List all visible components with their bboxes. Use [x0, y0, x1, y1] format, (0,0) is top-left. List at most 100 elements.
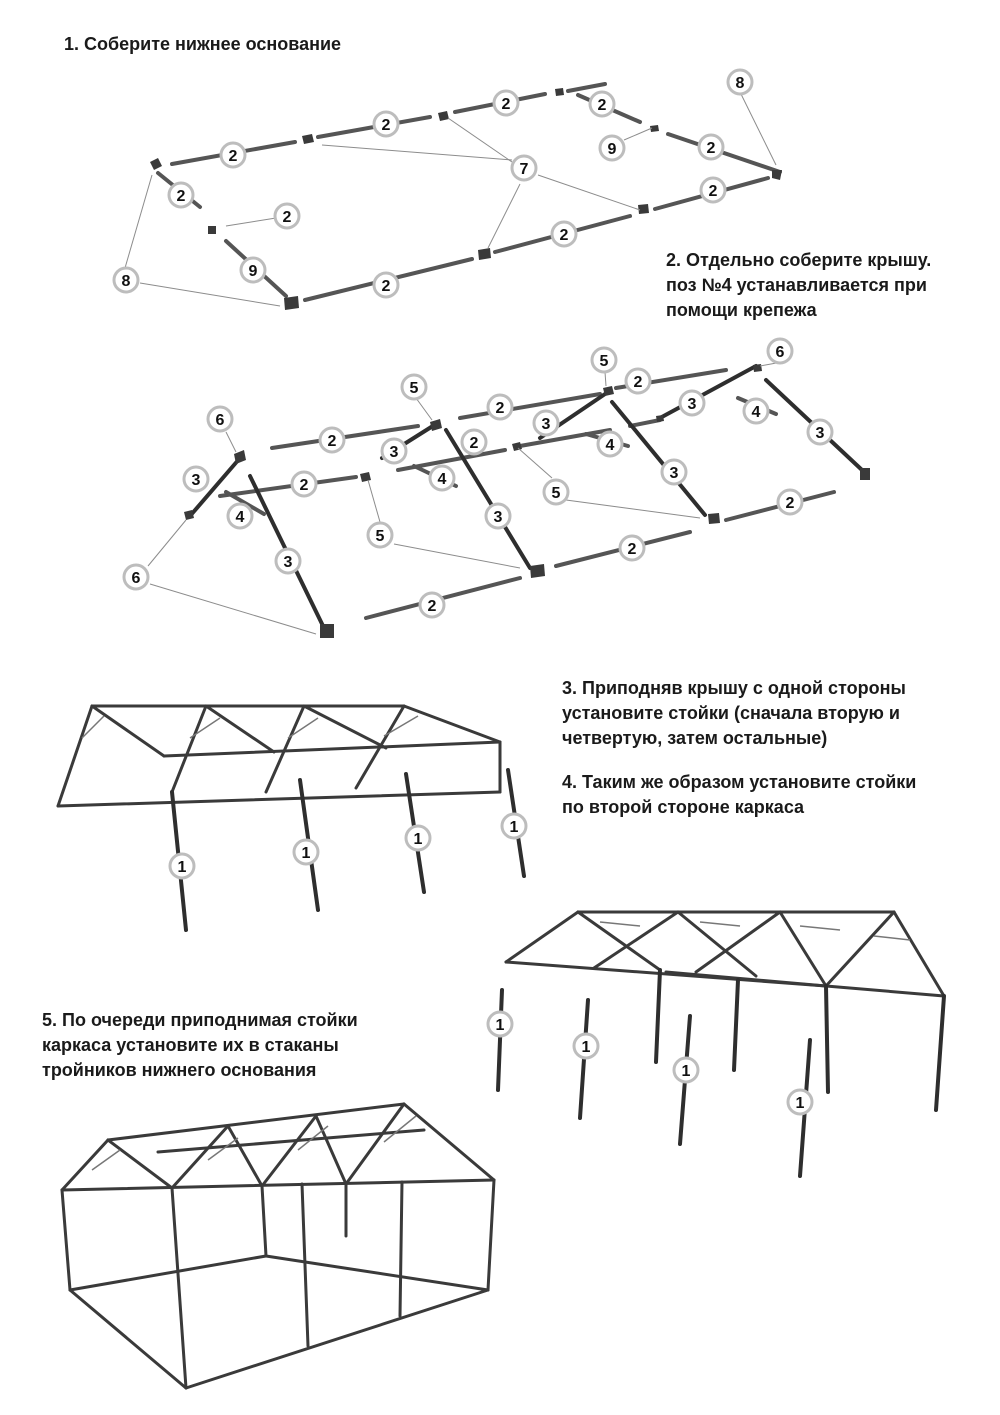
part-number-label: 3	[670, 465, 679, 482]
part-number-badge: 2	[372, 271, 400, 299]
badge-ring	[510, 154, 538, 182]
part-number-badge: 2	[372, 110, 400, 138]
part-number-label: 3	[688, 396, 697, 413]
part-number-label: 7	[520, 161, 529, 178]
roof-leader-lines	[147, 361, 783, 635]
part-number-badge: 8	[726, 68, 754, 96]
badge-ring	[372, 271, 400, 299]
part-number-label: 8	[736, 75, 745, 92]
part-number-label: 2	[628, 541, 637, 558]
badge-ring	[486, 1010, 514, 1038]
badge-ring	[618, 534, 646, 562]
badge-ring	[418, 591, 446, 619]
step-4-line: 4. Таким же образом установите стойки	[562, 772, 917, 792]
badge-ring	[542, 478, 570, 506]
part-number-label: 2	[229, 148, 238, 165]
part-number-badge: 3	[806, 418, 834, 446]
badge-ring	[484, 502, 512, 530]
badge-ring	[366, 521, 394, 549]
part-number-badge: 5	[590, 346, 618, 374]
badge-ring	[182, 465, 210, 493]
part-number-badge: 2	[460, 428, 488, 456]
part-number-badge: 3	[678, 389, 706, 417]
badge-ring	[532, 409, 560, 437]
badge-ring	[806, 418, 834, 446]
badge-ring	[404, 824, 432, 852]
part-number-badge: 2	[618, 534, 646, 562]
roof-joints	[184, 364, 870, 638]
badge-ring	[786, 1088, 814, 1116]
badge-ring	[742, 397, 770, 425]
part-number-label: 4	[438, 471, 447, 488]
part-number-badge: 3	[660, 458, 688, 486]
part-number-badge: 2	[290, 470, 318, 498]
step3-frame	[56, 704, 526, 932]
badge-ring	[290, 470, 318, 498]
part-number-label: 3	[284, 554, 293, 571]
part-number-label: 5	[600, 353, 609, 370]
part-number-badge: 3	[380, 437, 408, 465]
step4-frame-diagram	[496, 910, 946, 1178]
badge-ring	[274, 547, 302, 575]
part-number-badge: 1	[404, 824, 432, 852]
part-number-label: 4	[606, 437, 615, 454]
part-number-label: 2	[786, 495, 795, 512]
part-number-label: 2	[560, 227, 569, 244]
part-number-label: 1	[302, 845, 311, 862]
part-number-label: 5	[376, 528, 385, 545]
badge-ring	[428, 464, 456, 492]
part-number-label: 8	[122, 273, 131, 290]
badge-ring	[588, 90, 616, 118]
badge-ring	[678, 389, 706, 417]
part-number-label: 1	[496, 1017, 505, 1034]
badge-ring	[318, 426, 346, 454]
step-2-line: 2. Отдельно соберите крышу.	[666, 250, 932, 270]
badge-ring	[492, 89, 520, 117]
badge-ring	[380, 437, 408, 465]
part-number-badge: 4	[596, 430, 624, 458]
part-number-label: 2	[496, 400, 505, 417]
part-number-badge: 9	[598, 134, 626, 162]
step-3-text: 3. Приподняв крышу с одной стороны устан…	[562, 676, 906, 751]
step-3-line: 3. Приподняв крышу с одной стороны	[562, 678, 906, 698]
part-number-badge: 5	[366, 521, 394, 549]
base-leader-lines	[124, 91, 777, 307]
part-number-badge: 4	[226, 502, 254, 530]
part-number-badge: 6	[206, 405, 234, 433]
badge-ring	[697, 133, 725, 161]
part-number-badge: 3	[274, 547, 302, 575]
base-frame-diagram	[124, 82, 782, 310]
badge-ring	[726, 68, 754, 96]
step3-frame-diagram	[56, 704, 526, 932]
badge-ring	[239, 256, 267, 284]
part-number-badge: 2	[418, 591, 446, 619]
part-number-label: 3	[816, 425, 825, 442]
step-2-line: помощи крепежа	[666, 300, 817, 320]
badge-ring	[598, 134, 626, 162]
part-number-badge: 8	[112, 266, 140, 294]
step-5-line: каркаса установите их в стаканы	[42, 1035, 339, 1055]
part-number-label: 4	[236, 509, 245, 526]
part-number-label: 9	[249, 263, 258, 280]
badge-ring	[766, 337, 794, 365]
part-number-label: 4	[752, 404, 761, 421]
part-number-label: 9	[608, 141, 617, 158]
part-number-label: 2	[598, 97, 607, 114]
part-number-label: 2	[502, 96, 511, 113]
part-number-badge: 6	[766, 337, 794, 365]
badge-ring	[596, 430, 624, 458]
part-number-label: 2	[470, 435, 479, 452]
badge-ring	[550, 220, 578, 248]
part-number-badge: 2	[219, 141, 247, 169]
part-number-badge: 5	[400, 373, 428, 401]
part-number-badge: 1	[572, 1032, 600, 1060]
part-number-badge: 2	[492, 89, 520, 117]
part-number-label: 1	[510, 819, 519, 836]
part-number-badge: 1	[786, 1088, 814, 1116]
part-number-label: 2	[300, 477, 309, 494]
part-number-label: 1	[414, 831, 423, 848]
part-number-badge: 5	[542, 478, 570, 506]
part-number-label: 1	[582, 1039, 591, 1056]
part-number-label: 1	[796, 1095, 805, 1112]
